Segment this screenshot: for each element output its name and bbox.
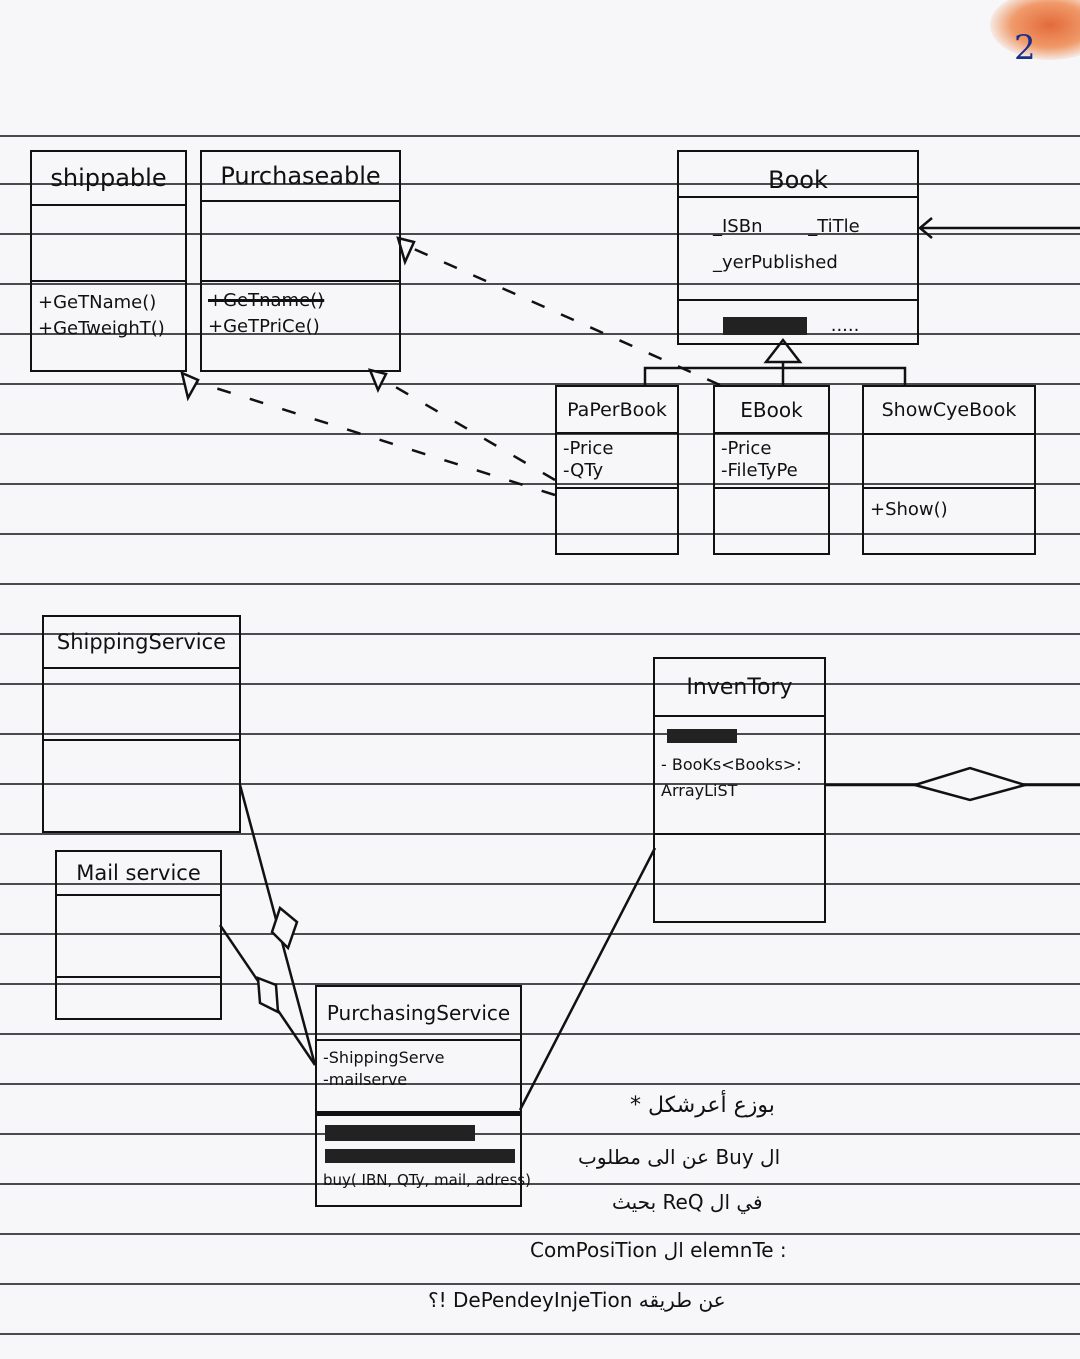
ruled-line (0, 433, 1080, 435)
class-paperbook[interactable]: PaPerBook -Price -QTy (555, 385, 679, 555)
ruled-line (0, 283, 1080, 285)
realization-paperbook-shippable (189, 378, 556, 497)
class-name: shippable (50, 164, 167, 192)
ruled-line (0, 933, 1080, 935)
class-book[interactable]: Book _ISBn _TiTle _yerPublished ..... (677, 150, 919, 345)
class-name: Book (768, 166, 828, 194)
class-purchasable[interactable]: Purchaseable +GeTname() +GeTPriCe() (200, 150, 401, 372)
note-line-5: عن طريقه DePendeyInjeTion !؟ (428, 1288, 726, 1312)
ruled-line (0, 483, 1080, 485)
attribute: -FileTyPe (721, 460, 798, 481)
ruled-line (0, 533, 1080, 535)
operation-struck: +GeTname() (208, 290, 325, 311)
association-arrowhead (918, 217, 933, 239)
ruled-line (0, 1283, 1080, 1285)
ruled-line (0, 983, 1080, 985)
aggregation-diamond (270, 905, 299, 951)
class-name: InvenTory (686, 674, 793, 700)
scribbled-out-text (325, 1149, 515, 1163)
operation-row: ..... (679, 313, 917, 339)
attribute: -mailserve (323, 1070, 408, 1089)
realization-ebook-purchasable (404, 243, 721, 387)
attribute: ArrayLiST (661, 781, 738, 800)
inheritance-paperbook (643, 366, 907, 385)
ruled-line (0, 183, 1080, 185)
ruled-line (0, 733, 1080, 735)
class-name: PurchasingService (326, 1001, 511, 1025)
ruled-line (0, 135, 1080, 137)
association-inventory-purchasing (518, 847, 657, 1111)
ruled-line (0, 683, 1080, 685)
ruled-line (0, 1183, 1080, 1185)
composition-diamond (910, 766, 1030, 802)
class-name: Purchaseable (220, 162, 381, 190)
ruled-line (0, 583, 1080, 585)
aggregation-diamond (256, 976, 280, 1015)
scribbled-out-text (325, 1124, 475, 1141)
ruled-line (0, 883, 1080, 885)
operation: ..... (830, 315, 860, 336)
realization-paperbook-purchasable (374, 373, 556, 482)
attribute: -Price (563, 438, 614, 459)
operation: +GeTName() (38, 292, 157, 313)
ruled-line (0, 1133, 1080, 1135)
class-purchasingservice[interactable]: PurchasingService -ShippingServe -mailse… (315, 985, 531, 1207)
realization-arrowhead (367, 368, 388, 394)
ruled-line (0, 1333, 1080, 1335)
ruled-line (0, 783, 1080, 785)
class-name: PaPerBook (567, 398, 667, 421)
realization-arrowhead (396, 236, 416, 266)
operation: +Show() (870, 499, 948, 520)
ruled-line (0, 1083, 1080, 1085)
note-line-4: ComPosiTion ال elemnTe : (530, 1238, 787, 1262)
class-name: EBook (740, 397, 803, 422)
ruled-line (0, 633, 1080, 635)
class-name: Mail service (76, 861, 201, 885)
ruled-line (0, 233, 1080, 235)
scribbled-out-text (723, 317, 807, 335)
class-showcasebook[interactable]: ShowCyeBook +Show() (862, 385, 1036, 555)
attribute-row: _ISBn _TiTle (679, 214, 917, 240)
attribute: - BooKs<Books>: (661, 755, 802, 774)
attribute: _ISBn (713, 216, 763, 237)
class-name: ShippingService (56, 630, 227, 654)
note-line-1: بوزع أعرشكل * (630, 1093, 775, 1118)
attribute: -QTy (563, 460, 604, 481)
note-line-2: ال Buy عن الى مطلوب (578, 1145, 781, 1169)
ruled-line (0, 383, 1080, 385)
class-shippingservice[interactable]: ShippingService (42, 615, 241, 833)
scribbled-out-text (667, 728, 737, 743)
note-line-3: في ال ReQ بحيث (612, 1190, 763, 1214)
ruled-line (0, 1233, 1080, 1235)
class-inventory[interactable]: InvenTory - BooKs<Books>: ArrayLiST (653, 657, 826, 923)
page-number: 2 (1014, 28, 1036, 68)
class-mailservice[interactable]: Mail service (55, 850, 222, 1020)
attribute: _yerPublished (713, 252, 838, 273)
ruled-line (0, 333, 1080, 335)
attribute: -ShippingServe (323, 1048, 445, 1067)
operation: +GeTweighT() (38, 318, 165, 339)
operation: +GeTPriCe() (208, 316, 320, 337)
class-ebook[interactable]: EBook -Price -FileTyPe (713, 385, 830, 555)
class-name: ShowCyeBook (881, 399, 1017, 421)
operation: buy( IBN, QTy, mail, adress) (323, 1171, 531, 1189)
attribute: _TiTle (808, 216, 860, 237)
attribute: -Price (721, 438, 772, 459)
ruled-line (0, 833, 1080, 835)
realization-arrowhead (180, 370, 200, 402)
ruled-line (0, 1033, 1080, 1035)
class-shippable[interactable]: shippable +GeTName() +GeTweighT() (30, 150, 187, 372)
inheritance-arrowhead (763, 337, 803, 364)
